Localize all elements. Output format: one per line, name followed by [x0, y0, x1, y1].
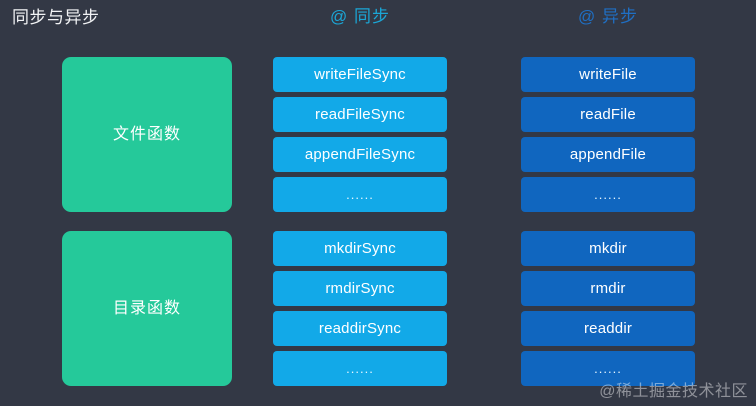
function-pill-label: rmdir	[590, 279, 626, 297]
category-card-label: 目录函数	[112, 299, 181, 317]
async-function-list-directories: mkdir rmdir readdir ......	[521, 231, 695, 386]
function-pill-label: ......	[346, 186, 374, 202]
sync-function-list-files: writeFileSync readFileSync appendFileSyn…	[273, 57, 447, 212]
function-pill-label: readFileSync	[315, 105, 405, 123]
column-header-sync: @ 同步	[330, 7, 390, 26]
function-pill[interactable]: appendFile	[521, 137, 695, 172]
function-pill[interactable]: mkdirSync	[273, 231, 447, 266]
group-row-directories: 目录函数 mkdirSync rmdirSync readdirSync ...…	[0, 231, 756, 387]
function-pill-more[interactable]: ......	[521, 351, 695, 386]
page-title: 同步与异步	[12, 8, 100, 27]
function-pill[interactable]: writeFile	[521, 57, 695, 92]
function-pill-label: ......	[594, 360, 622, 376]
function-pill-label: writeFileSync	[314, 65, 406, 83]
function-pill-label: ......	[346, 360, 374, 376]
async-function-list-files: writeFile readFile appendFile ......	[521, 57, 695, 212]
function-pill[interactable]: readFile	[521, 97, 695, 132]
function-pill-label: ......	[594, 186, 622, 202]
function-pill-label: readdirSync	[318, 319, 402, 337]
function-pill-label: appendFile	[569, 145, 647, 163]
function-pill-label: mkdir	[589, 239, 627, 257]
function-pill[interactable]: rmdir	[521, 271, 695, 306]
function-pill[interactable]: readdirSync	[273, 311, 447, 346]
category-card-label: 文件函数	[112, 125, 181, 143]
function-pill-more[interactable]: ......	[273, 177, 447, 212]
function-pill-more[interactable]: ......	[521, 177, 695, 212]
function-pill[interactable]: writeFileSync	[273, 57, 447, 92]
function-pill[interactable]: readdir	[521, 311, 695, 346]
function-pill-more[interactable]: ......	[273, 351, 447, 386]
function-pill-label: rmdirSync	[325, 279, 395, 297]
function-pill[interactable]: appendFileSync	[273, 137, 447, 172]
column-header-async: @ 异步	[578, 7, 638, 26]
function-pill[interactable]: mkdir	[521, 231, 695, 266]
category-card-directories: 目录函数	[62, 231, 232, 386]
group-row-files: 文件函数 writeFileSync readFileSync appendFi…	[0, 57, 756, 213]
function-pill-label: appendFileSync	[304, 145, 416, 163]
function-pill-label: readdir	[583, 319, 633, 337]
function-pill-label: readFile	[580, 105, 636, 123]
function-pill[interactable]: readFileSync	[273, 97, 447, 132]
function-pill[interactable]: rmdirSync	[273, 271, 447, 306]
function-pill-label: writeFile	[579, 65, 637, 83]
function-pill-label: mkdirSync	[324, 239, 396, 257]
sync-function-list-directories: mkdirSync rmdirSync readdirSync ......	[273, 231, 447, 386]
category-card-files: 文件函数	[62, 57, 232, 212]
